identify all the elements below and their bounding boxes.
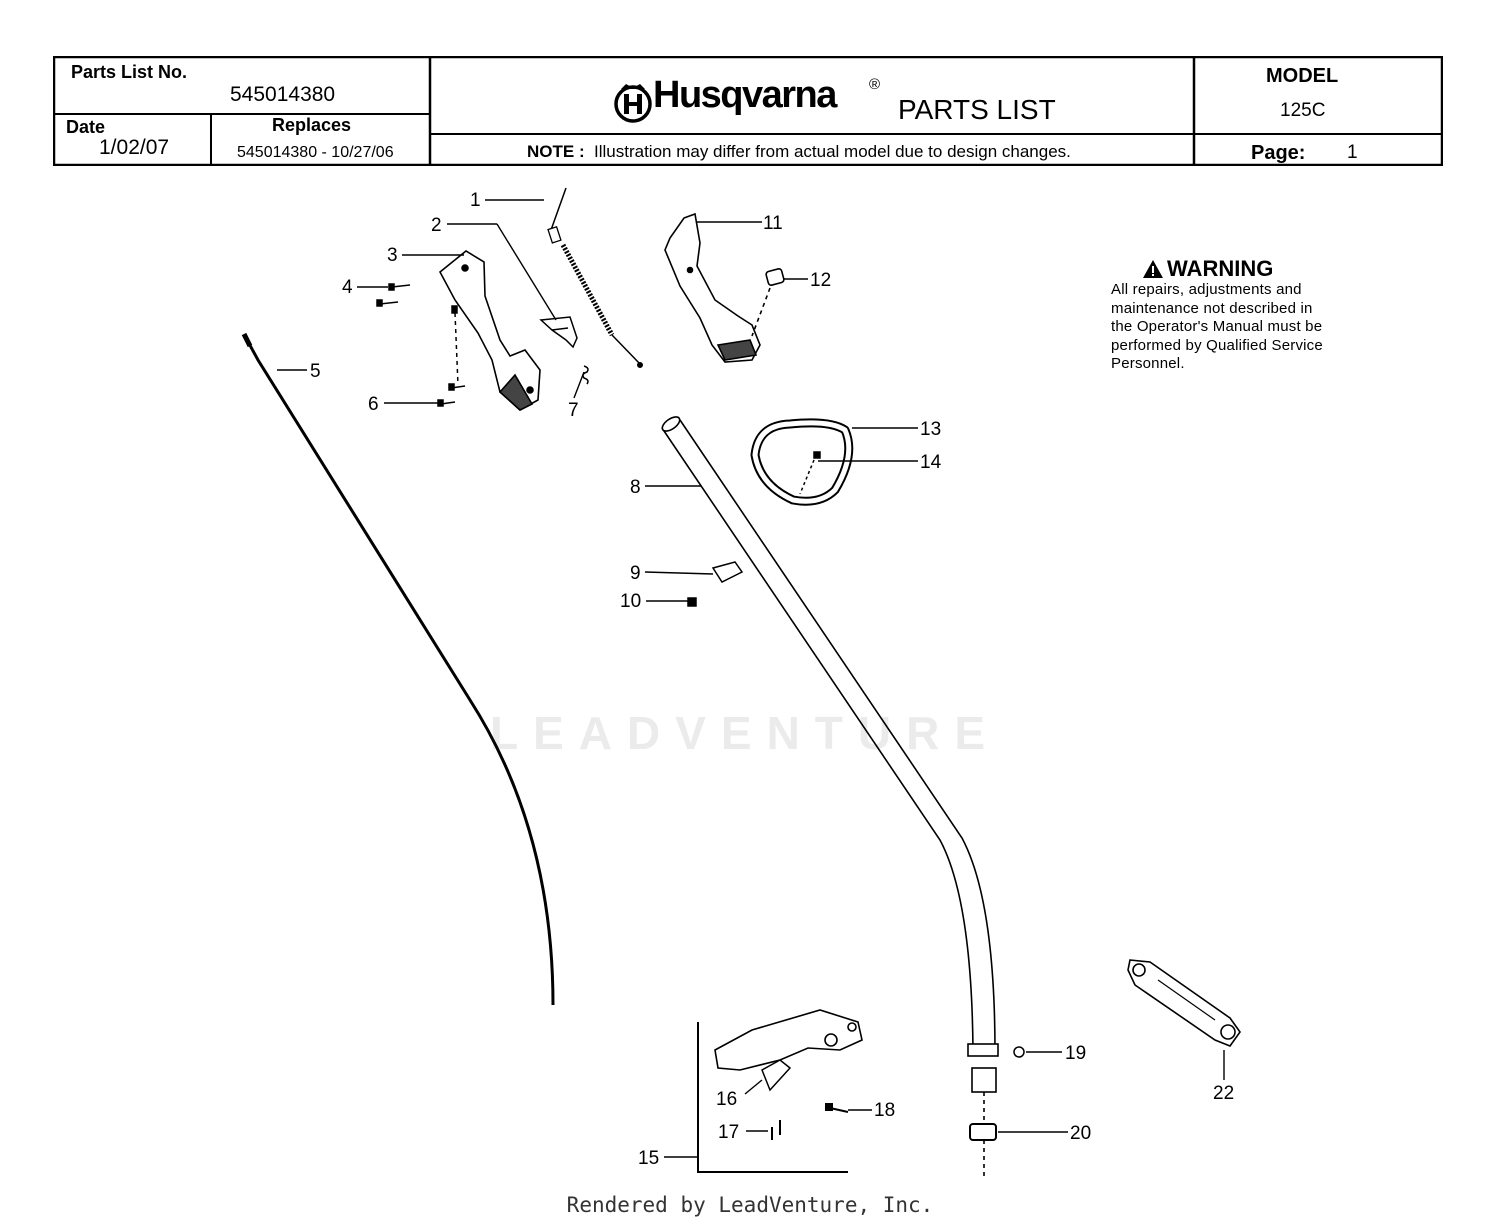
model-value: 125C	[1280, 100, 1326, 121]
part-22-wrench	[1127, 959, 1241, 1047]
note-text: Illustration may differ from actual mode…	[594, 142, 1071, 161]
callout-9: 9	[630, 563, 641, 584]
brand-name: Husqvarna	[653, 74, 837, 116]
callout-19: 19	[1065, 1043, 1086, 1064]
crown-h-icon	[614, 84, 652, 123]
registered-mark: ®	[869, 76, 881, 93]
callout-4: 4	[342, 277, 353, 298]
callout-18: 18	[874, 1100, 895, 1121]
part-20-collar	[969, 1123, 997, 1141]
footer-credit: Rendered by LeadVenture, Inc.	[566, 1193, 934, 1217]
warning-line-5: Personnel.	[1111, 355, 1185, 373]
parts-list-no: 545014380	[230, 83, 336, 106]
part-9-clamp	[711, 561, 744, 583]
note-label: NOTE :	[527, 142, 585, 161]
page-value: 1	[1347, 142, 1358, 163]
doc-title: PARTS LIST	[898, 94, 1056, 125]
part-7-spring	[582, 365, 589, 385]
part-15-guard	[697, 1009, 863, 1173]
date-label: Date	[66, 117, 106, 137]
part-6-screws	[437, 305, 466, 407]
callout-1: 1	[470, 190, 481, 211]
warning-line-2: maintenance not described in	[1111, 299, 1313, 317]
warning-title: WARNING	[1167, 256, 1274, 281]
model-label: MODEL	[1266, 65, 1339, 87]
leader-lines	[277, 199, 1225, 1158]
replaces-label: Replaces	[272, 115, 352, 135]
part-4-screws	[376, 283, 411, 307]
callout-12: 12	[810, 270, 831, 291]
callout-7: 7	[568, 400, 579, 421]
part-2-throttle-trigger	[539, 316, 578, 349]
callout-2: 2	[431, 215, 442, 236]
warning-line-3: the Operator's Manual must be	[1111, 318, 1323, 336]
header-table: Parts List No. 545014380 Date 1/02/07 Re…	[53, 56, 1443, 166]
part-14-screw	[799, 451, 821, 495]
warning-line-4: performed by Qualified Service	[1111, 336, 1323, 354]
part-12-stop-switch	[751, 268, 785, 337]
callout-5: 5	[310, 361, 321, 382]
part-8-shaft-tube	[661, 416, 999, 1180]
part-17-screws	[771, 1120, 781, 1140]
header-grid	[53, 56, 1443, 166]
part-19-nut	[1013, 1046, 1025, 1058]
date-value: 1/02/07	[99, 136, 170, 159]
callout-22: 22	[1213, 1083, 1234, 1104]
part-16-shield-plate	[761, 1059, 792, 1092]
parts-list-no-label: Parts List No.	[71, 62, 188, 82]
callout-3: 3	[387, 245, 398, 266]
callout-16: 16	[716, 1089, 737, 1110]
callout-8: 8	[630, 477, 641, 498]
page-label: Page:	[1251, 142, 1306, 164]
callout-17: 17	[718, 1122, 739, 1143]
warning-line-1: All repairs, adjustments and	[1111, 281, 1302, 298]
warning-box: WARNING All repairs, adjustments and mai…	[1111, 257, 1371, 374]
callout-14: 14	[920, 452, 942, 473]
replaces-value: 545014380 - 10/27/06	[237, 144, 394, 161]
part-1-throttle-cable	[547, 187, 643, 368]
part-13-loop-handle-inner	[752, 420, 852, 504]
callout-6: 6	[368, 394, 379, 415]
callout-10: 10	[620, 591, 641, 612]
part-5-drive-shaft	[241, 332, 555, 1006]
callout-13: 13	[920, 419, 941, 440]
part-10-screw	[687, 597, 697, 607]
callout-15: 15	[638, 1148, 659, 1169]
callout-11: 11	[763, 213, 783, 234]
part-18-bolt	[825, 1103, 849, 1113]
warning-triangle-icon	[1143, 260, 1163, 278]
part-3-handle-housing	[438, 250, 541, 411]
part-11-handle-half	[664, 212, 761, 363]
callout-20: 20	[1070, 1123, 1091, 1144]
